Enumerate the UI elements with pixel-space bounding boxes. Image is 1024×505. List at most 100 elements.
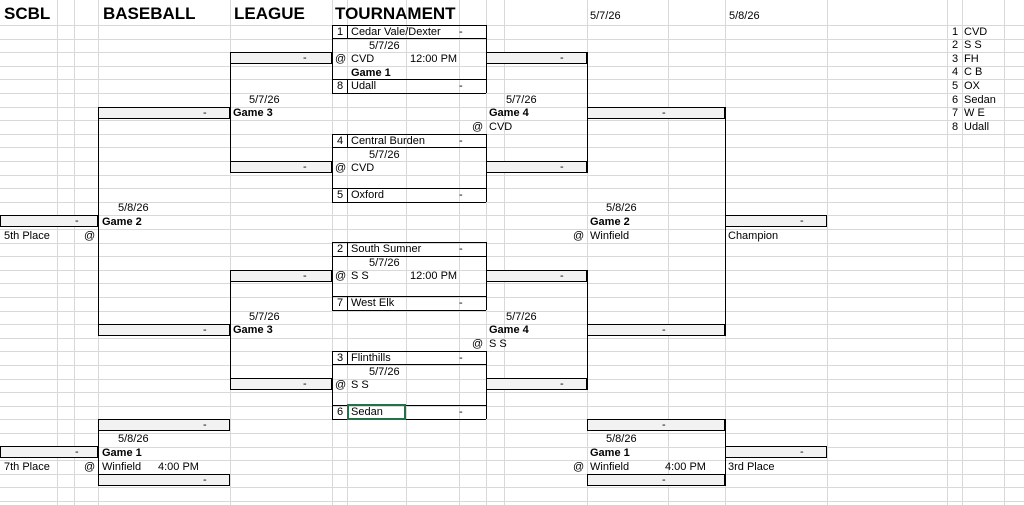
game-date: 5/7/26 xyxy=(369,40,400,52)
seed-number: 4 xyxy=(952,66,959,78)
game-label: Game 1 xyxy=(351,67,391,79)
score-cell[interactable]: - xyxy=(459,80,463,92)
game-location: Winfield xyxy=(590,461,630,473)
game-location: CVD xyxy=(351,162,375,174)
score-cell[interactable]: - xyxy=(560,270,564,282)
score-cell[interactable]: - xyxy=(303,161,307,173)
at-symbol: @ xyxy=(335,270,347,282)
team-name[interactable]: Oxford xyxy=(351,189,385,201)
score-cell[interactable]: - xyxy=(203,419,207,431)
score-cell[interactable]: - xyxy=(560,52,564,64)
score-cell[interactable]: - xyxy=(662,107,666,119)
team-name[interactable]: Sedan xyxy=(351,406,383,418)
score-cell[interactable]: - xyxy=(662,324,666,336)
team-name[interactable]: West Elk xyxy=(351,297,395,309)
game-time: 12:00 PM xyxy=(410,53,458,65)
game-date: 5/8/26 xyxy=(606,202,637,214)
team-name[interactable]: South Sumner xyxy=(351,243,422,255)
at-symbol: @ xyxy=(573,230,585,242)
seed-number: 3 xyxy=(337,352,344,364)
seed-team: OX xyxy=(964,80,980,92)
team-name[interactable]: Central Burden xyxy=(351,135,425,147)
at-symbol: @ xyxy=(472,121,484,133)
score-cell[interactable]: - xyxy=(560,161,564,173)
seed-team: W E xyxy=(964,107,985,119)
at-symbol: @ xyxy=(335,162,347,174)
at-symbol: @ xyxy=(335,379,347,391)
header-date-day1: 5/7/26 xyxy=(590,10,621,22)
team-name[interactable]: Cedar Vale/Dexter xyxy=(351,26,441,38)
game-date: 5/7/26 xyxy=(506,311,537,323)
game-location: Winfield xyxy=(590,230,630,242)
score-cell[interactable]: - xyxy=(459,243,463,255)
seed-number: 2 xyxy=(337,243,344,255)
score-cell[interactable]: - xyxy=(459,26,463,38)
team-name[interactable]: Udall xyxy=(351,80,377,92)
score-cell[interactable]: - xyxy=(203,474,207,486)
selected-cell[interactable] xyxy=(347,404,406,420)
seed-number: 6 xyxy=(337,406,344,418)
score-cell[interactable]: - xyxy=(303,52,307,64)
game-label: Game 3 xyxy=(233,107,273,119)
game-time: 4:00 PM xyxy=(665,461,706,473)
score-cell[interactable]: - xyxy=(560,378,564,390)
score-cell[interactable]: - xyxy=(75,446,79,458)
score-cell[interactable]: - xyxy=(800,215,804,227)
seed-number: 1 xyxy=(952,26,959,38)
game-time: 4:00 PM xyxy=(158,461,199,473)
title-scbl: SCBL xyxy=(4,4,51,23)
score-cell[interactable]: - xyxy=(459,406,463,418)
seed-number: 7 xyxy=(337,297,344,309)
score-cell[interactable]: - xyxy=(459,189,463,201)
game-label: Game 1 xyxy=(102,447,142,459)
seed-number: 2 xyxy=(952,39,959,51)
game-date: 5/8/26 xyxy=(118,202,149,214)
title-league: LEAGUE xyxy=(234,4,305,23)
game-date: 5/7/26 xyxy=(506,94,537,106)
seed-team: Udall xyxy=(964,121,990,133)
game-label: Game 3 xyxy=(233,324,273,336)
seed-number: 4 xyxy=(337,135,344,147)
game-location: Winfield xyxy=(102,461,142,473)
seed-team: Sedan xyxy=(964,94,996,106)
game-time: 12:00 PM xyxy=(410,270,458,282)
placement-label: Champion xyxy=(728,230,779,242)
score-cell[interactable]: - xyxy=(459,297,463,309)
game-date: 5/8/26 xyxy=(606,433,637,445)
seed-team: CVD xyxy=(964,26,988,38)
score-cell[interactable]: - xyxy=(303,378,307,390)
game-location: S S xyxy=(351,379,369,391)
score-cell[interactable]: - xyxy=(459,352,463,364)
at-symbol: @ xyxy=(573,461,585,473)
at-symbol: @ xyxy=(84,230,96,242)
score-cell[interactable]: - xyxy=(459,135,463,147)
at-symbol: @ xyxy=(335,53,347,65)
game-date: 5/8/26 xyxy=(118,433,149,445)
score-cell[interactable]: - xyxy=(203,324,207,336)
title-baseball: BASEBALL xyxy=(103,4,196,23)
score-cell[interactable]: - xyxy=(662,474,666,486)
at-symbol: @ xyxy=(472,338,484,350)
placement-label: 5th Place xyxy=(4,230,50,242)
score-cell[interactable]: - xyxy=(203,107,207,119)
seed-number: 6 xyxy=(952,94,959,106)
score-cell[interactable]: - xyxy=(662,419,666,431)
game-label: Game 2 xyxy=(102,216,142,228)
game-location: CVD xyxy=(351,53,375,65)
score-cell[interactable]: - xyxy=(800,446,804,458)
seed-number: 5 xyxy=(337,189,344,201)
seed-team: S S xyxy=(964,39,982,51)
game-label: Game 1 xyxy=(590,447,630,459)
placement-label: 7th Place xyxy=(4,461,50,473)
score-cell[interactable]: - xyxy=(75,215,79,227)
team-name[interactable]: Flinthills xyxy=(351,352,391,364)
game-location: S S xyxy=(351,270,369,282)
seed-number: 8 xyxy=(337,80,344,92)
seed-number: 8 xyxy=(952,121,959,133)
game-label: Game 4 xyxy=(489,324,529,336)
game-label: Game 4 xyxy=(489,107,529,119)
seed-number: 1 xyxy=(337,26,344,38)
score-cell[interactable]: - xyxy=(303,270,307,282)
seed-number: 3 xyxy=(952,53,959,65)
at-symbol: @ xyxy=(84,461,96,473)
